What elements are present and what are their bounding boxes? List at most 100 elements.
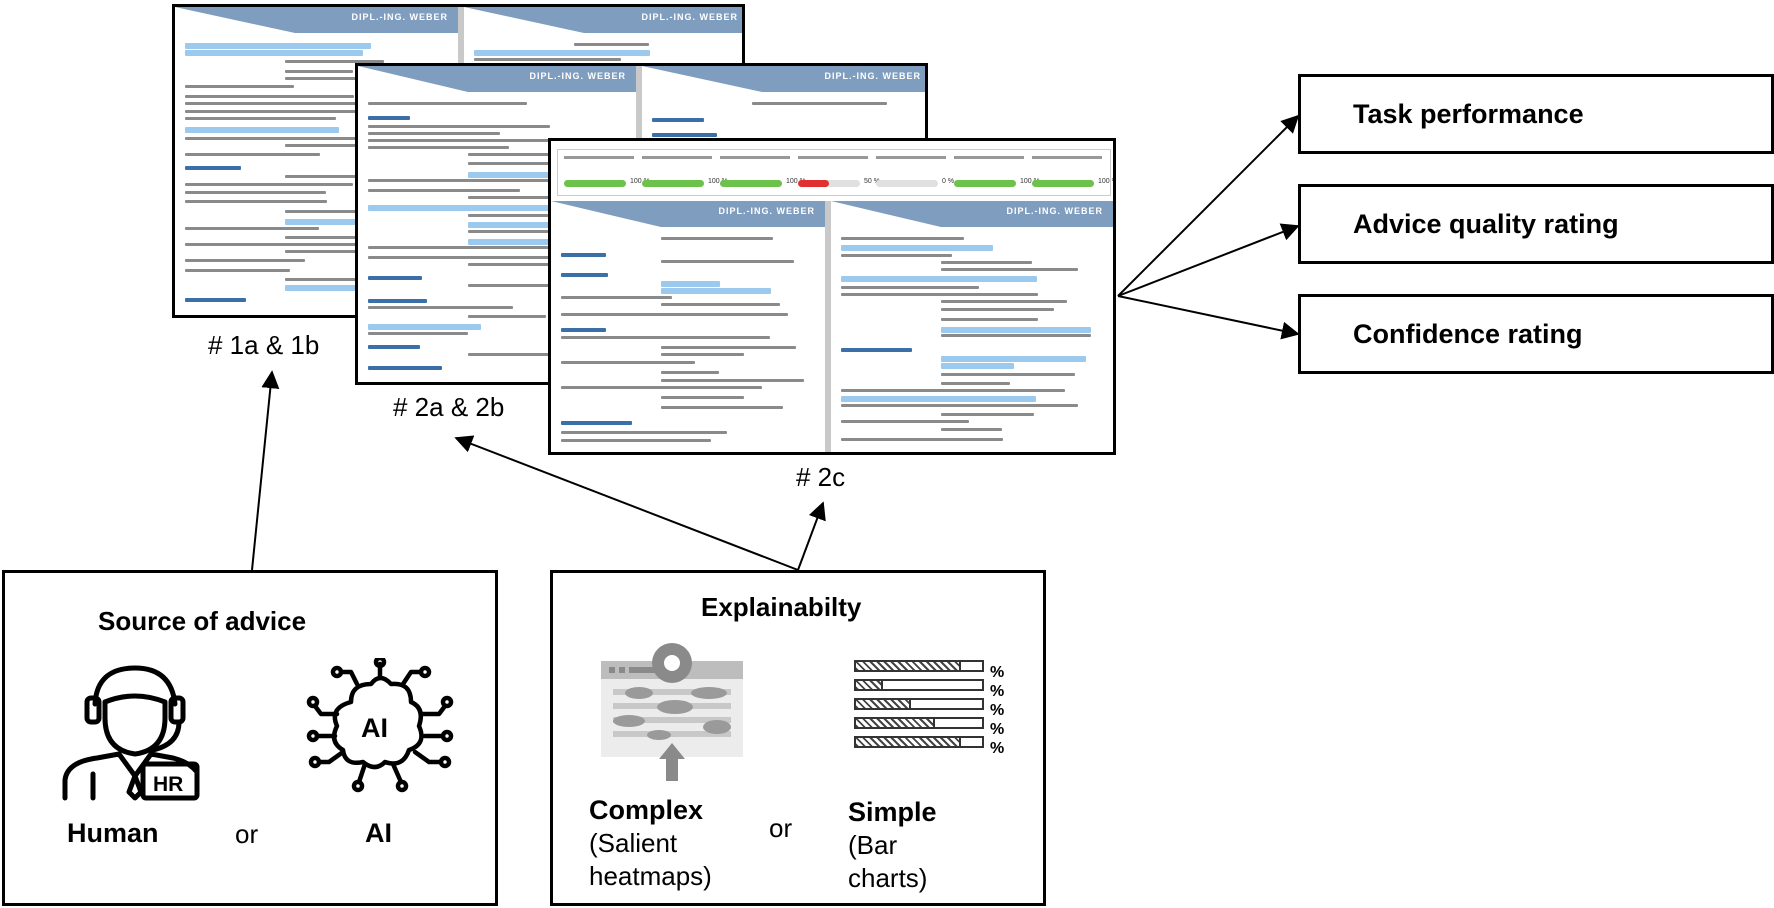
cv-text-line — [652, 118, 705, 122]
cv-text-line — [661, 346, 796, 349]
cv-text-line — [285, 236, 371, 239]
cv-text-line — [185, 183, 353, 186]
simple-label: Simple — [848, 797, 937, 827]
cv-text-line — [368, 332, 468, 335]
cv-text-line — [468, 353, 613, 356]
cv-text-line — [841, 286, 980, 289]
metric-value: 50 % — [864, 178, 880, 185]
simple-sub1: (Bar — [848, 830, 898, 860]
cv-text-line — [661, 237, 774, 240]
cv-text-line — [841, 276, 1038, 282]
cv-text-line — [185, 200, 328, 203]
cv-text-line — [368, 189, 520, 192]
cv-text-line — [285, 60, 384, 63]
cv-text-line — [468, 263, 558, 266]
metric-value: 100 % — [630, 178, 650, 185]
cv-text-line — [185, 259, 306, 262]
arrow-explain-to-doc2 — [454, 435, 799, 571]
metric-title — [798, 156, 868, 159]
cv-page-left: DIPL.-ING. WEBER — [551, 201, 825, 452]
cv-text-line — [285, 278, 407, 281]
cv-text-line — [841, 396, 1036, 402]
cv-text-line — [468, 222, 578, 228]
metric-bar — [1032, 180, 1094, 187]
metric-title — [642, 156, 712, 159]
bar-icon-fill — [854, 679, 883, 691]
bar-chart-icon: %%%%% — [854, 660, 1005, 757]
cv-page-left: DIPL.-ING. WEBER — [175, 7, 458, 315]
cv-text-line — [941, 413, 1034, 416]
metric-bar — [798, 180, 860, 187]
cv-header-text: DIPL.-ING. WEBER — [718, 206, 815, 216]
outcome-advice-quality-rating: Advice quality rating — [1298, 184, 1774, 264]
cv-text-line — [661, 260, 794, 263]
cv-text-line — [185, 153, 321, 156]
bar-icon-fill — [854, 660, 961, 672]
percent-sign: % — [990, 683, 1005, 700]
cv-text-line — [941, 300, 1067, 303]
cv-text-line — [841, 348, 913, 352]
cv-text-line — [468, 230, 594, 233]
cv-banner — [358, 66, 636, 92]
or-label: or — [769, 813, 793, 843]
metric-bar-fill — [1032, 180, 1094, 187]
cv-text-line — [752, 102, 888, 105]
cv-text-line — [468, 315, 547, 318]
cv-text-line — [841, 237, 965, 240]
simple-sub2: charts) — [848, 863, 928, 893]
arrow-to-advice-quality — [1117, 223, 1300, 297]
cv-text-line — [185, 137, 421, 140]
metric-bar-fill — [564, 180, 626, 187]
ai-brain-icon — [306, 658, 454, 793]
outcome-label: Confidence rating — [1353, 318, 1583, 349]
ai-badge-text: AI — [361, 713, 388, 743]
cv-text-line — [185, 127, 340, 133]
cv-text-line — [368, 116, 411, 120]
doc1-label: # 1a & 1b — [208, 330, 320, 360]
cv-header-text: DIPL.-ING. WEBER — [1006, 206, 1103, 216]
cv-text-line — [841, 420, 969, 423]
cv-text-line — [941, 327, 1092, 333]
cv-header-text: DIPL.-ING. WEBER — [529, 71, 626, 81]
cv-text-line — [661, 371, 719, 374]
cv-text-line — [185, 166, 242, 170]
metric-bar — [954, 180, 1016, 187]
cv-header-text: DIPL.-ING. WEBER — [351, 12, 448, 22]
cv-text-line — [941, 308, 1055, 311]
metric-value: 100 % — [708, 178, 728, 185]
cv-text-line — [661, 396, 745, 399]
cv-text-line — [941, 268, 1079, 271]
cv-text-line — [368, 276, 423, 280]
explainability-panel: Explainabilty %%%%% Complex (Salient hea… — [550, 570, 1046, 906]
metric-bar-fill — [642, 180, 704, 187]
cv-text-line — [941, 382, 1011, 385]
metric-title — [1032, 156, 1102, 159]
cv-text-line — [185, 269, 290, 272]
cv-text-line — [368, 179, 575, 182]
cv-text-line — [561, 253, 607, 257]
cv-text-line — [941, 356, 1086, 362]
cv-banner — [642, 66, 925, 92]
cv-text-line — [941, 261, 1032, 264]
outcome-task-performance: Task performance — [1298, 74, 1774, 154]
cv-text-line — [474, 50, 651, 56]
cv-text-line — [661, 353, 745, 356]
complex-label: Complex — [589, 795, 704, 825]
cv-text-line — [368, 306, 514, 309]
percent-sign: % — [990, 740, 1005, 757]
cv-text-line — [185, 227, 319, 230]
hr-badge-text: HR — [153, 773, 184, 796]
cv-text-line — [468, 214, 582, 217]
cv-header-text: DIPL.-ING. WEBER — [824, 71, 921, 81]
bar-icon-fill — [854, 698, 912, 710]
or-label: or — [235, 819, 259, 849]
cv-text-line — [185, 85, 294, 88]
metrics-row: 100 %100 %100 %50 %0 %100 %100 % — [557, 149, 1113, 196]
cv-banner — [175, 7, 458, 33]
cv-text-line — [368, 366, 442, 370]
complex-sub2: heatmaps) — [589, 861, 712, 891]
cv-text-line — [368, 345, 421, 349]
metric-bar — [876, 180, 938, 187]
cv-text-line — [185, 117, 337, 120]
cv-text-line — [941, 334, 1091, 337]
